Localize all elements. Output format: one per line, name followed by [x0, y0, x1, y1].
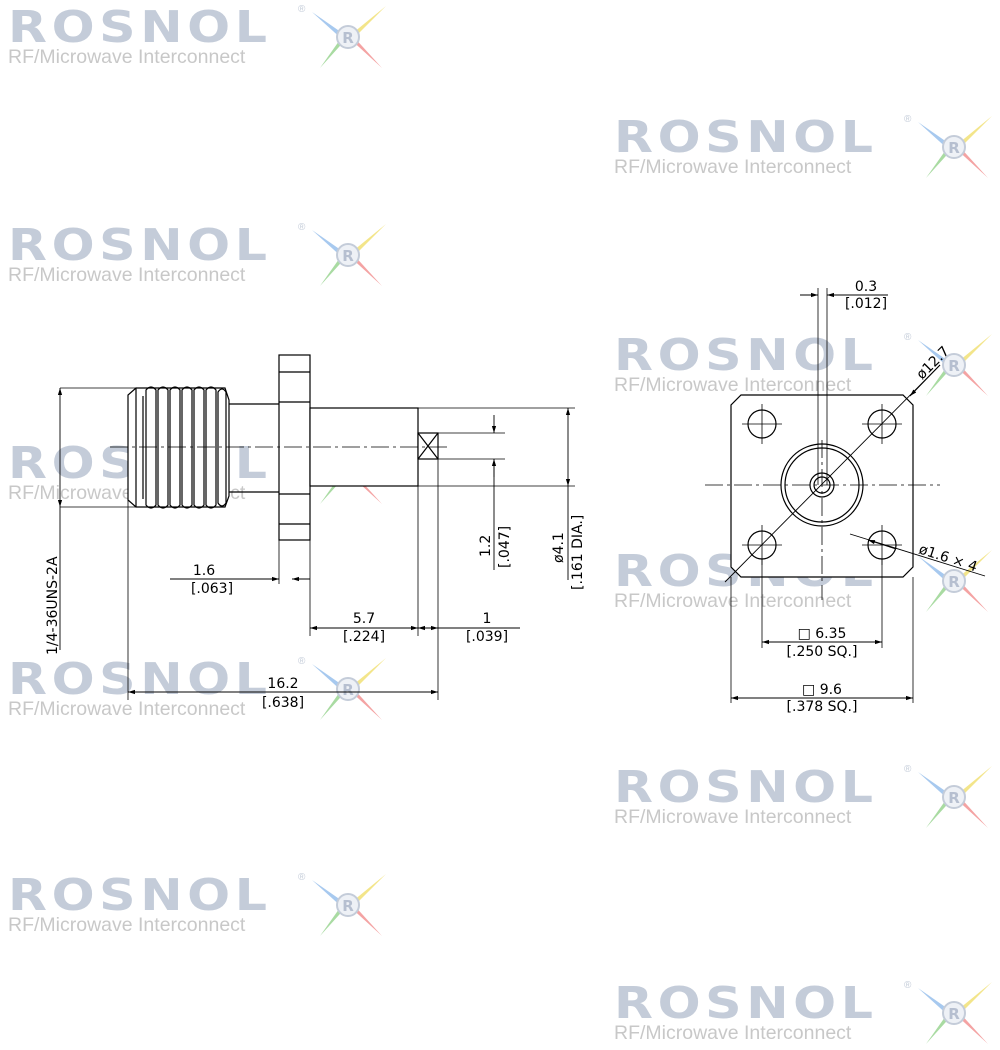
dim-flange-size-metric: □ 9.6: [802, 682, 842, 698]
dim-tab-imperial: [.012]: [845, 296, 887, 312]
dim-tip-metric: 1: [483, 611, 492, 627]
logo-letter: R: [948, 573, 960, 591]
watermark: ROSNOL ® RF/Microwave Interconnect R: [614, 548, 994, 618]
bolt-circle-label: ø12.7: [914, 343, 953, 382]
logo-star-icon: R: [918, 334, 992, 396]
registered-mark: ®: [904, 980, 912, 991]
watermark: ROSNOL ® RF/Microwave Interconnect R: [8, 222, 388, 292]
registered-mark: ®: [904, 114, 912, 125]
registered-mark: ®: [298, 222, 306, 233]
registered-mark: ®: [298, 872, 306, 883]
logo-letter: R: [342, 897, 354, 915]
logo-letter: R: [342, 29, 354, 47]
dim-tip-imperial: [.039]: [466, 629, 508, 645]
dim-hole-pattern-metric: □ 6.35: [798, 626, 847, 642]
watermark-tagline: RF/Microwave Interconnect: [614, 374, 852, 396]
logo-star-icon: R: [918, 116, 992, 178]
side-view: [57, 354, 575, 700]
thread-spec-label: 1/4-36UNS-2A: [45, 556, 61, 655]
watermark-tagline: RF/Microwave Interconnect: [614, 1022, 852, 1044]
watermark-tagline: RF/Microwave Interconnect: [8, 914, 246, 936]
watermark-brand: ROSNOL: [8, 220, 272, 271]
watermark-tagline: RF/Microwave Interconnect: [614, 590, 852, 612]
front-view: [705, 288, 986, 703]
logo-letter: R: [948, 1005, 960, 1023]
watermark: ROSNOL ® RF/Microwave Interconnect R: [614, 764, 994, 834]
side-view-labels: 1/4-36UNS-2A 1.6 [.063] 5.7 [.224] 1 [.0…: [45, 515, 586, 711]
watermark-tagline: RF/Microwave Interconnect: [8, 46, 246, 68]
logo-letter: R: [342, 247, 354, 265]
technical-drawing: 1/4-36UNS-2A 1.6 [.063] 5.7 [.224] 1 [.0…: [45, 279, 986, 715]
logo-letter: R: [948, 357, 960, 375]
watermark: ROSNOL ® RF/Microwave Interconnect R: [614, 114, 994, 184]
watermark: ROSNOL ® RF/Microwave Interconnect R: [614, 332, 994, 402]
watermark-tagline: RF/Microwave Interconnect: [8, 698, 246, 720]
dim-pin-metric: 1.2: [478, 535, 494, 557]
watermark-tagline: RF/Microwave Interconnect: [614, 156, 852, 178]
dim-overall-imperial: [.638]: [262, 695, 304, 711]
hole-callout-label: ø1.6 × 4: [917, 542, 979, 576]
registered-mark: ®: [298, 4, 306, 15]
dim-body-dia-metric: ø4.1: [551, 532, 567, 563]
flange: [278, 354, 311, 541]
watermark-brand: ROSNOL: [8, 654, 272, 705]
logo-star-icon: R: [312, 224, 386, 286]
dim-body-dia-imperial: [.161 DIA.]: [570, 515, 586, 590]
watermark-tagline: RF/Microwave Interconnect: [8, 264, 246, 286]
dim-hole-pattern-imperial: [.250 SQ.]: [787, 644, 858, 660]
logo-letter: R: [948, 139, 960, 157]
watermark: ROSNOL ® RF/Microwave Interconnect R: [8, 656, 388, 726]
drawing-sheet: ROSNOL ® RF/Microwave Interconnect R ROS…: [8, 4, 994, 1044]
watermark-tagline: RF/Microwave Interconnect: [614, 806, 852, 828]
registered-mark: ®: [904, 332, 912, 343]
logo-star-icon: R: [918, 550, 992, 612]
watermark: ROSNOL ® RF/Microwave Interconnect R: [8, 4, 388, 74]
registered-mark: ®: [904, 764, 912, 775]
logo-star-icon: R: [312, 874, 386, 936]
dim-pin-imperial: [.047]: [497, 526, 513, 568]
dim-body-imperial: [.224]: [343, 629, 385, 645]
dim-flange-imperial: [.063]: [191, 581, 233, 597]
dim-body-metric: 5.7: [353, 611, 375, 627]
watermark: ROSNOL ® RF/Microwave Interconnect R: [8, 872, 388, 942]
watermark-brand: ROSNOL: [614, 112, 878, 163]
pin-tip: [417, 432, 439, 460]
watermark-brand: ROSNOL: [614, 330, 878, 381]
dim-overall-metric: 16.2: [267, 676, 298, 692]
dim-flange-metric: 1.6: [193, 563, 215, 579]
dim-flange-size-imperial: [.378 SQ.]: [787, 699, 858, 715]
thread-section: [127, 386, 230, 509]
logo-letter: R: [948, 789, 960, 807]
watermark-brand: ROSNOL: [8, 2, 272, 53]
logo-star-icon: R: [918, 766, 992, 828]
dim-tab-metric: 0.3: [855, 279, 877, 295]
logo-star-icon: R: [312, 6, 386, 68]
watermark-brand: ROSNOL: [8, 870, 272, 921]
watermark-brand: ROSNOL: [614, 762, 878, 813]
registered-mark: ®: [298, 656, 306, 667]
logo-star-icon: R: [312, 658, 386, 720]
